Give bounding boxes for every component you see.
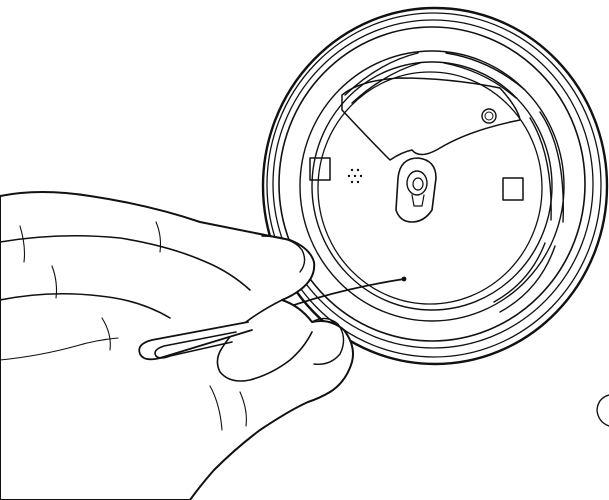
round-device [263,8,607,364]
edge-circle-fragment [597,395,609,426]
